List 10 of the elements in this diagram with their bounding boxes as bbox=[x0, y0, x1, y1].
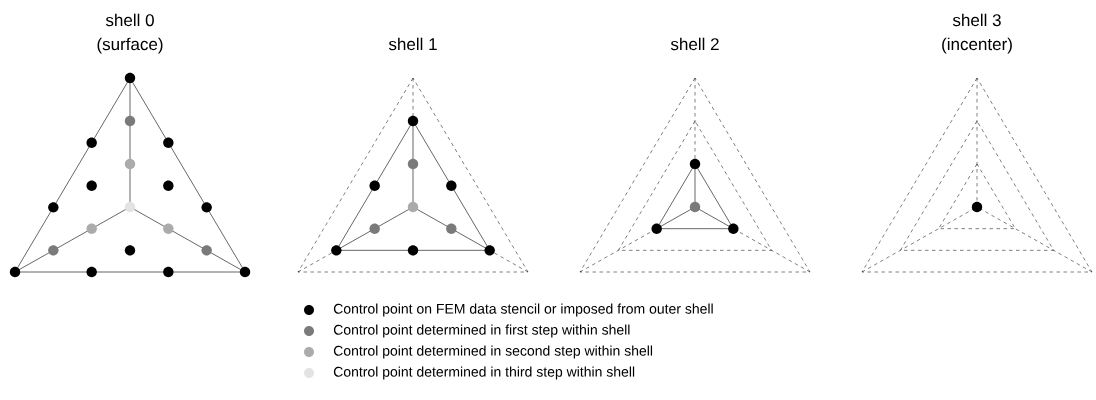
shell-title: shell 1 bbox=[388, 37, 437, 51]
legend-text: Control point determined in first step within shell bbox=[333, 324, 630, 338]
shell-title: shell 2 bbox=[670, 37, 719, 51]
shell-title: shell 3 bbox=[952, 13, 1001, 27]
shell-title: shell 0 bbox=[105, 13, 154, 27]
shell-title: (incenter) bbox=[942, 37, 1012, 54]
legend-text: Control point determined in second step within shell bbox=[333, 345, 653, 359]
legend-text: Control point determined in third step within shell bbox=[333, 366, 635, 380]
legend-text: Control point on FEM data stencil or imposed from outer shell bbox=[333, 303, 713, 317]
shell-title: (surface) bbox=[97, 37, 163, 54]
